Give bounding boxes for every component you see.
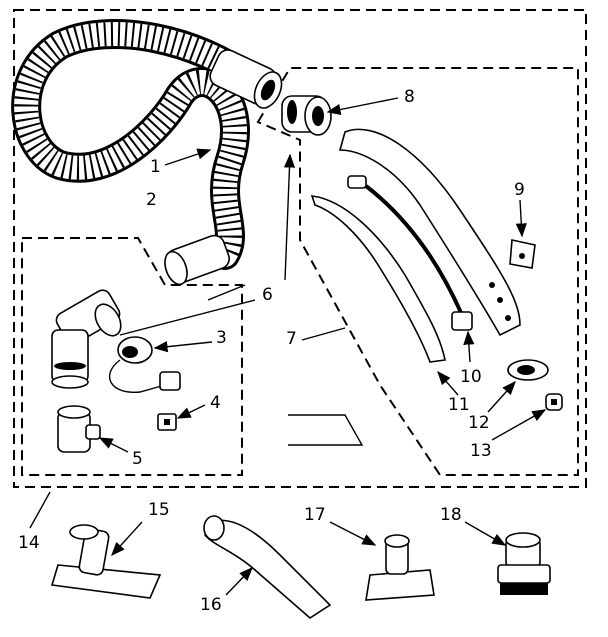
leader-16 xyxy=(225,566,253,596)
switch-part xyxy=(507,359,549,381)
hose-assembly xyxy=(11,19,283,286)
leader-6b xyxy=(283,153,296,281)
leader-7 xyxy=(301,327,346,341)
callout-16: 16 xyxy=(200,595,222,615)
callout-17: 17 xyxy=(304,505,326,525)
leader-5 xyxy=(98,437,129,453)
kit-boundary-outline xyxy=(13,9,587,488)
leader-1 xyxy=(164,148,212,166)
floor-tool xyxy=(50,524,162,599)
callout-8: 8 xyxy=(404,87,415,107)
callout-7: 7 xyxy=(286,329,297,349)
latch-part xyxy=(509,239,536,269)
button-part xyxy=(545,393,563,411)
callout-12: 12 xyxy=(468,413,490,433)
leader-4 xyxy=(176,404,206,419)
leader-8 xyxy=(326,97,399,116)
leader-6c xyxy=(119,299,256,336)
callout-6: 6 xyxy=(262,285,273,305)
callout-14: 14 xyxy=(18,533,40,553)
upholstery-tool xyxy=(365,534,435,601)
wand-base-piece xyxy=(310,195,446,363)
leader-12 xyxy=(487,380,516,413)
callout-5: 5 xyxy=(132,449,143,469)
callout-10: 10 xyxy=(460,367,482,387)
callout-11: 11 xyxy=(448,395,470,415)
callout-13: 13 xyxy=(470,441,492,461)
leader-3 xyxy=(153,341,213,353)
callout-18: 18 xyxy=(440,505,462,525)
callout-1: 1 xyxy=(150,157,161,177)
callout-2: 2 xyxy=(146,190,157,210)
dusting-brush-tool xyxy=(497,532,551,595)
wand-cord xyxy=(347,175,473,331)
subassembly-7-outline xyxy=(256,67,579,476)
leader-9 xyxy=(515,199,527,238)
leader-15 xyxy=(111,521,143,557)
leader-lines xyxy=(29,97,547,596)
callout-labels: 1 2 3 4 5 6 7 8 9 10 11 12 13 14 15 16 1… xyxy=(18,87,525,615)
callout-15: 15 xyxy=(148,500,170,520)
cuff-part xyxy=(57,405,101,453)
wand-handle-cover xyxy=(338,128,521,337)
leader-14 xyxy=(29,491,51,529)
subassembly-2-outline xyxy=(21,237,243,476)
callout-4: 4 xyxy=(210,393,221,413)
hose-adapter xyxy=(281,95,332,136)
cord-connector xyxy=(108,336,181,393)
clip-part xyxy=(157,413,177,431)
leader-11 xyxy=(437,370,459,396)
callout-9: 9 xyxy=(514,180,525,200)
leader-10 xyxy=(463,330,475,363)
tag-outline xyxy=(288,414,364,446)
leader-18 xyxy=(464,521,507,546)
leader-13 xyxy=(491,409,547,441)
crevice-tool xyxy=(203,515,332,620)
leader-17 xyxy=(329,521,377,546)
swivel-elbow xyxy=(51,289,122,389)
callout-3: 3 xyxy=(216,328,227,348)
leader-6a xyxy=(207,284,246,301)
